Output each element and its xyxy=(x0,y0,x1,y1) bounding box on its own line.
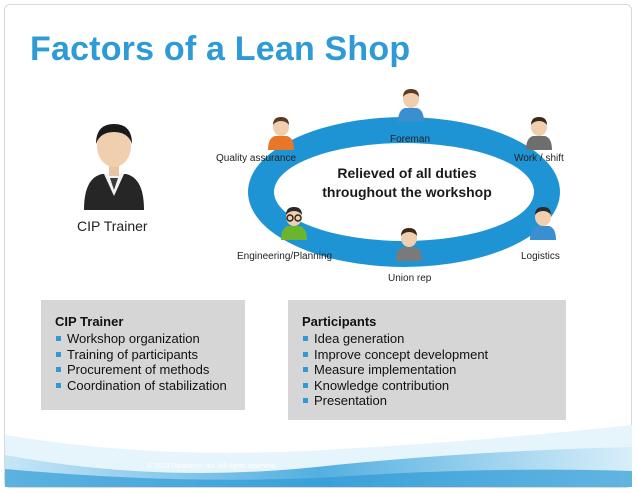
foreman-person-icon xyxy=(398,89,424,122)
logistics-person-icon xyxy=(530,207,556,240)
list-item: Training of participants xyxy=(55,347,231,363)
footer-wave-decoration xyxy=(5,425,632,487)
role-union-rep: Union rep xyxy=(388,273,432,284)
cip-trainer-box-title: CIP Trainer xyxy=(55,314,124,329)
role-logistics: Logistics xyxy=(521,251,560,262)
cip-trainer-list: Workshop organization Training of partic… xyxy=(55,331,231,393)
ring-center-text: Relieved of all duties throughout the wo… xyxy=(316,164,498,202)
list-item: Workshop organization xyxy=(55,331,231,347)
participants-list: Idea generation Improve concept developm… xyxy=(302,331,552,409)
copyright-text: © 2013 Datameer, Inc. All rights reserve… xyxy=(147,463,277,470)
list-item: Coordination of stabilization xyxy=(55,378,231,394)
slide-frame xyxy=(4,4,632,488)
participants-box: Participants Idea generation Improve con… xyxy=(288,300,566,420)
trainer-label: CIP Trainer xyxy=(77,218,148,234)
list-item: Measure implementation xyxy=(302,362,552,378)
page-title: Factors of a Lean Shop xyxy=(30,30,411,68)
list-item: Idea generation xyxy=(302,331,552,347)
participants-box-title: Participants xyxy=(302,314,377,329)
role-quality-assurance: Quality assurance xyxy=(216,153,297,164)
union-rep-person-icon xyxy=(396,228,422,261)
list-item: Knowledge contribution xyxy=(302,378,552,394)
role-foreman: Foreman xyxy=(390,134,431,145)
work-shift-person-icon xyxy=(526,117,552,150)
list-item: Presentation xyxy=(302,393,552,409)
center-text-line1: Relieved of all duties xyxy=(337,165,477,181)
trainer-figure-icon xyxy=(84,124,144,210)
role-engineering-planning: Engineering/Planning xyxy=(237,251,333,262)
engineering-person-icon xyxy=(281,207,307,240)
cip-trainer-box: CIP Trainer Workshop organization Traini… xyxy=(41,300,245,410)
quality-assurance-person-icon xyxy=(268,117,294,150)
list-item: Improve concept development xyxy=(302,347,552,363)
list-item: Procurement of methods xyxy=(55,362,231,378)
role-work-shift: Work / shift xyxy=(514,153,564,164)
center-text-line2: throughout the workshop xyxy=(322,184,492,200)
